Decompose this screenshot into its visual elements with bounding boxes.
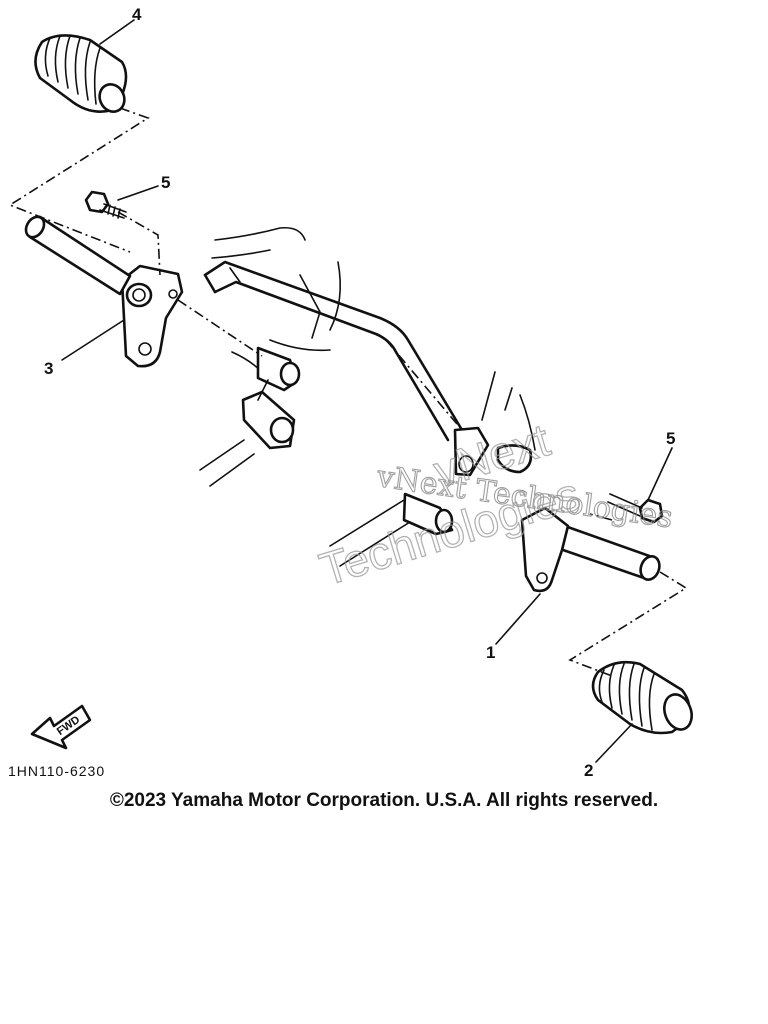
- callout-5-right: 5: [666, 429, 675, 448]
- callout-3: 3: [44, 359, 53, 378]
- parts-diagram: 4 5 3 5 1 2 FWD 1HN110-6230 vNext Techno…: [8, 5, 693, 780]
- center-pivot-link: [199, 346, 301, 487]
- part-code: 1HN110-6230: [8, 763, 105, 779]
- fwd-arrow-icon: FWD: [30, 704, 92, 750]
- callout-4: 4: [132, 5, 142, 24]
- right-pivot-link: [329, 426, 533, 567]
- copyright-notice: ©2023 Yamaha Motor Corporation. U.S.A. A…: [109, 790, 659, 811]
- callout-5-left: 5: [161, 173, 170, 192]
- left-footpeg-rubber: [34, 34, 128, 113]
- left-bracket: [120, 264, 184, 368]
- left-bolt: [84, 190, 127, 219]
- callout-2: 2: [584, 761, 593, 780]
- left-footrest-bar: [24, 215, 132, 296]
- right-footpeg-rubber: [591, 660, 693, 735]
- right-footrest-bar: [520, 506, 661, 593]
- assembly-lines: [8, 107, 688, 677]
- callout-1: 1: [486, 643, 495, 662]
- callout-leaders: [61, 19, 673, 763]
